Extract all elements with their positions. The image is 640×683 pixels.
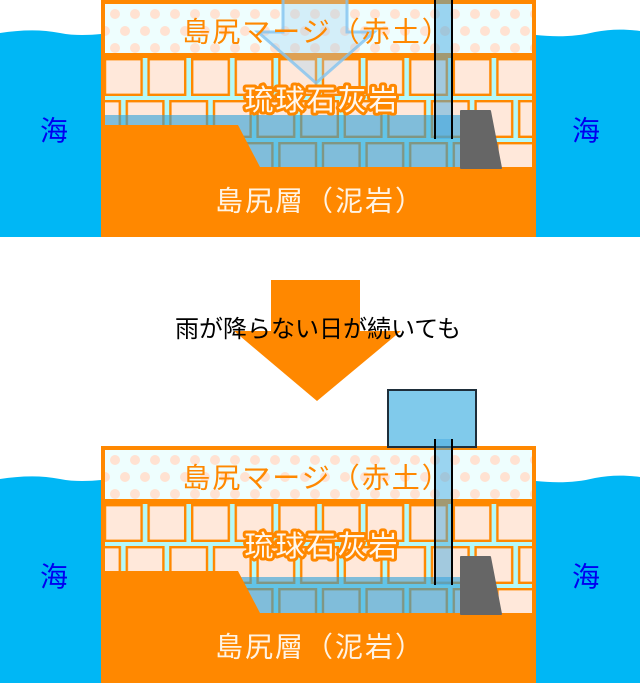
red-soil-label: 島尻マージ（赤土） [182,16,451,49]
panel-before: 島尻マージ（赤土） 琉球石灰岩 島尻層（泥岩） 海 海 [0,0,640,237]
underground-dam-icon [460,110,502,169]
down-arrow-icon [234,280,401,401]
sea-left-label: 海 [40,561,68,594]
well-pipe-icon [435,439,452,585]
underground-dam-icon [460,556,502,615]
sea-right [536,29,640,237]
rain-infiltration-arrow-icon [254,0,378,85]
limestone-label: 琉球石灰岩 [244,529,399,563]
sea-left [0,476,101,683]
mudstone-layer [105,571,532,683]
mudstone-label: 島尻層（泥岩） [215,185,425,218]
red-soil-dots [105,4,532,53]
mudstone-layer [105,125,532,237]
sea-left-label: 海 [40,115,68,148]
red-soil-dots [105,450,532,499]
water-tank-icon [387,389,477,448]
mudstone-label: 島尻層（泥岩） [215,631,425,664]
well-pipe-icon [435,0,452,139]
sea-left [0,30,101,237]
limestone-label: 琉球石灰岩 [244,83,399,117]
transition-label: 雨が降らない日が続いても [175,315,461,343]
sea-right-label: 海 [572,561,600,594]
red-soil-label: 島尻マージ（赤土） [182,462,451,495]
sea-right [536,475,640,683]
sea-right-label: 海 [572,115,600,148]
panel-after: 島尻マージ（赤土） 琉球石灰岩 島尻層（泥岩） 海 海 [0,389,640,683]
transition: 雨が降らない日が続いても [175,280,461,401]
